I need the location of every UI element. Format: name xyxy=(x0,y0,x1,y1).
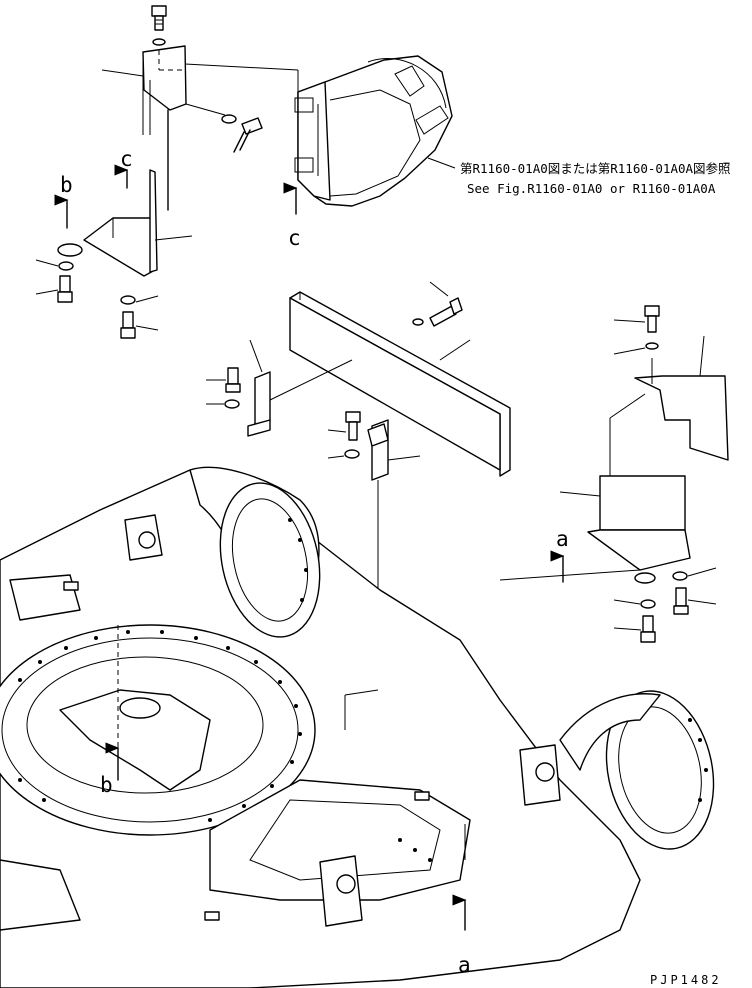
reference-note-jp: 第R1160-01A0図または第R1160-01A0A図参照 xyxy=(460,161,731,176)
view-label-a-lower: a xyxy=(458,953,471,977)
bolt-clip-right xyxy=(327,411,361,459)
right-box xyxy=(599,475,686,531)
washer-lower-right xyxy=(120,295,136,305)
bolt-top xyxy=(151,5,167,31)
right-base-plate xyxy=(587,529,691,571)
right-cover-plate xyxy=(634,375,729,461)
motor-housing xyxy=(184,55,456,215)
swing-circle-bolt-holes xyxy=(18,518,708,862)
lower-bracket-tab xyxy=(57,243,83,257)
bolt-right-bottom xyxy=(640,615,656,643)
upright-bracket xyxy=(142,45,187,111)
view-label-b-upper: b xyxy=(60,173,73,197)
clip-left xyxy=(247,339,353,437)
bolt-lower-right xyxy=(120,311,136,339)
washer-lower-left xyxy=(58,261,74,271)
washer-mid xyxy=(221,114,237,124)
reference-note-en: See Fig.R1160-01A0 or R1160-01A0A xyxy=(467,181,716,196)
view-label-c-upper: c xyxy=(120,147,133,171)
view-label-b-lower: b xyxy=(100,773,113,797)
track-frame xyxy=(0,466,715,988)
clip-right xyxy=(367,419,421,690)
bolt-lower-left xyxy=(57,275,73,303)
bolt-angle xyxy=(412,281,463,327)
lower-bracket xyxy=(83,217,156,277)
bolt-clip-left xyxy=(206,367,241,409)
upper-left-bracket-assembly xyxy=(35,5,263,339)
angle-member xyxy=(289,291,511,477)
washer-top xyxy=(152,38,166,46)
right-cover-assembly xyxy=(499,305,729,643)
view-label-a-upper: a xyxy=(556,527,569,551)
drawing-code: PJP1482 xyxy=(650,973,722,987)
bolt-right-top xyxy=(644,305,660,333)
bolt-right-lower xyxy=(673,587,689,615)
view-label-c-lower: c xyxy=(288,226,301,250)
bolt-mid xyxy=(233,117,263,153)
